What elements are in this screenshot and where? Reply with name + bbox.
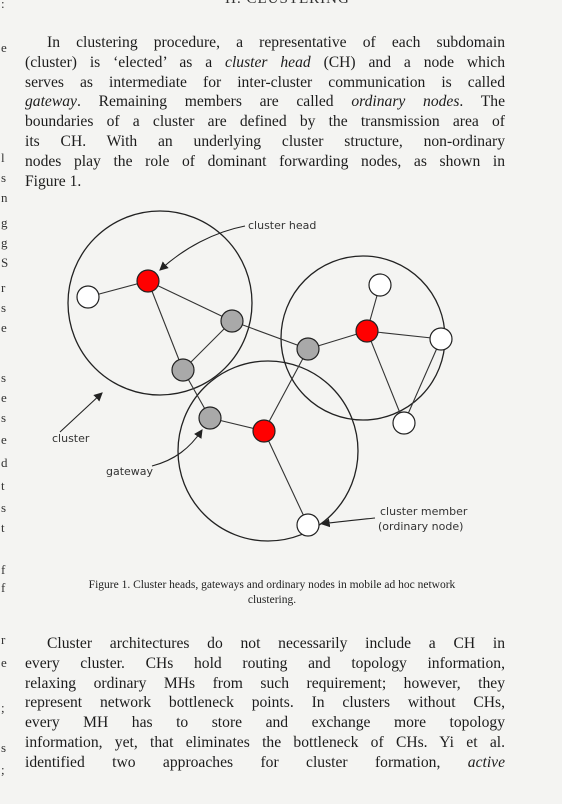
arrow-cluster-head [159, 225, 246, 271]
text-line: relaxing ordinary MHs from such requirem… [25, 674, 505, 692]
margin-glyph: ; [1, 762, 5, 777]
ordinary-node [368, 273, 392, 297]
cluster-boundary-left [67, 210, 253, 396]
paragraph-cluster-architectures: Cluster architectures do not necessarily… [25, 634, 505, 773]
gateway-node [171, 358, 195, 382]
arrow-gateway [151, 429, 203, 467]
link [147, 280, 233, 322]
margin-glyph: e [1, 40, 7, 55]
text-line: nodes play the role of dominant forwardi… [25, 152, 505, 170]
text-line: (cluster) is ‘elected’ as a cluster head… [25, 53, 505, 71]
arrow-cluster-member [320, 517, 376, 528]
term-ordinary-nodes: ordinary nodes [351, 93, 460, 111]
label-cluster-head: cluster head [248, 219, 316, 232]
text-line: Figure 1. [25, 172, 82, 190]
margin-glyph: g [1, 215, 8, 230]
gateway-node [198, 406, 222, 430]
margin-glyph: n [1, 190, 8, 205]
text-line: boundaries of a cluster are defined by t… [25, 113, 505, 131]
margin-glyph: ; [1, 700, 5, 715]
cluster-head-node [136, 269, 160, 293]
margin-glyph: s [1, 170, 7, 185]
margin-glyph: d [1, 455, 8, 470]
margin-glyph: s [1, 500, 7, 515]
text-line: information, yet, that eliminates the bo… [25, 733, 505, 751]
term-gateway: gateway [25, 93, 77, 111]
margin-glyph: r [1, 280, 6, 295]
margin-glyph: s [1, 410, 7, 425]
cluster-network-figure: cluster head cluster gateway cluster mem… [52, 210, 468, 542]
link [403, 338, 442, 424]
margin-glyph: t [1, 478, 5, 493]
ordinary-node [76, 285, 100, 309]
caption-line: Figure 1. Cluster heads, gateways and or… [88, 579, 456, 591]
margin-glyph: e [1, 390, 7, 405]
margin-glyph: e [1, 655, 7, 670]
link [263, 348, 309, 432]
arrow-cluster [59, 392, 103, 433]
margin-glyph: l [1, 150, 5, 165]
margin-glyph: t [1, 520, 5, 535]
cluster-boundary-bottom [177, 360, 359, 542]
margin-glyph: f [1, 580, 6, 595]
text-line: its CH. With an underlying cluster struc… [25, 132, 505, 150]
cluster-head-node [252, 419, 276, 443]
ordinary-node [296, 513, 320, 537]
label-ordinary-node: (ordinary node) [378, 520, 463, 533]
ordinary-node [429, 327, 453, 351]
margin-glyph: e [1, 432, 7, 447]
text-line: every cluster. CHs hold routing and topo… [25, 654, 505, 672]
link [366, 330, 405, 424]
margin-glyph: : [1, 0, 5, 11]
label-cluster: cluster [52, 432, 90, 445]
annotation-arrows [59, 225, 376, 528]
text-line: every MH has to store and exchange more … [25, 714, 505, 732]
margin-glyph: f [1, 562, 6, 577]
margin-glyph: s [1, 300, 7, 315]
text-line: serves as intermediate for inter-cluster… [25, 73, 505, 91]
paragraph-clustering-intro: In clustering procedure, a representativ… [25, 33, 505, 191]
link [231, 320, 309, 350]
link [366, 330, 442, 340]
text-line: represent network bottleneck points. In … [25, 694, 505, 712]
gateway-node [296, 337, 320, 361]
term-cluster-head: cluster head [225, 53, 311, 71]
left-margin-text-fragments: : e l s n g g S r s e s e s e d t s t f … [0, 0, 14, 804]
margin-glyph: S [1, 255, 9, 270]
figure-caption: Figure 1. Cluster heads, gateways and or… [22, 578, 522, 608]
link [263, 430, 309, 526]
margin-glyph: r [1, 632, 6, 647]
caption-line: clustering. [247, 594, 297, 606]
text-line: Cluster architectures do not necessarily… [47, 635, 505, 652]
text-line: gateway. Remaining members are called or… [25, 93, 505, 111]
text-line: In clustering procedure, a representativ… [47, 34, 505, 51]
network-nodes [76, 269, 453, 537]
gateway-node [220, 309, 244, 333]
label-gateway: gateway [106, 465, 154, 478]
margin-glyph: s [1, 370, 7, 385]
section-heading: II. CLUSTERING [225, 0, 350, 8]
term-active: active [467, 753, 505, 771]
text-line: identified two approaches for cluster fo… [25, 753, 505, 771]
margin-glyph: g [1, 235, 8, 250]
label-cluster-member: cluster member [380, 505, 468, 518]
ordinary-node [392, 411, 416, 435]
margin-glyph: e [1, 320, 7, 335]
cluster-head-node [355, 319, 379, 343]
margin-glyph: s [1, 740, 7, 755]
network-links [87, 280, 442, 526]
link [147, 280, 184, 371]
